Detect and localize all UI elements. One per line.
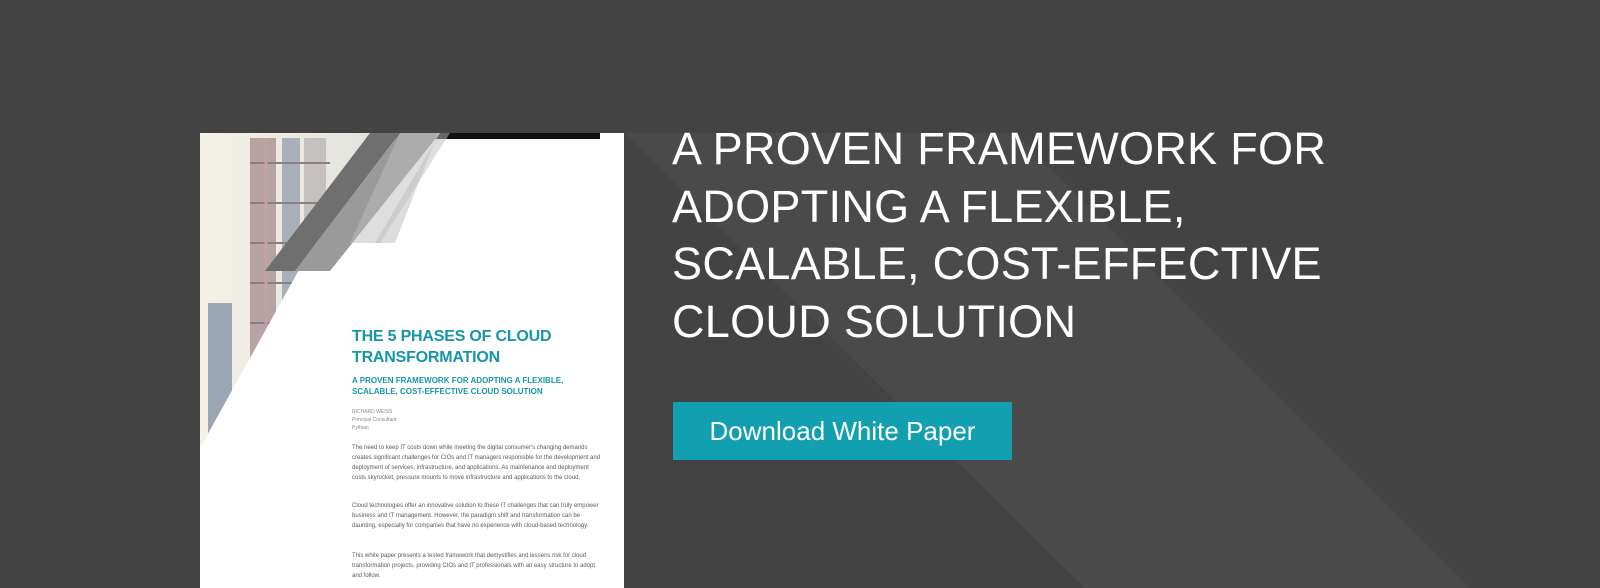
document-paragraph: The need to keep IT costs down while mee… [352,445,601,481]
document-paragraph: This white paper presents a tested frame… [352,553,596,579]
author-company: Pythian [352,425,369,431]
document-paragraph: Cloud technologies offer an innovative s… [352,503,599,529]
document-author: RICHARD WEISS Principal Consultant Pythi… [352,408,602,432]
white-paper-cover: THE 5 PHASES OF CLOUD TRANSFORMATION A P… [200,133,624,588]
author-role: Principal Consultant [352,417,397,423]
author-name: RICHARD WEISS [352,409,393,415]
document-subtitle: A PROVEN FRAMEWORK FOR ADOPTING A FLEXIB… [352,376,564,396]
document-title: THE 5 PHASES OF CLOUD TRANSFORMATION [352,328,552,366]
download-white-paper-button[interactable]: Download White Paper [673,402,1012,460]
cover-building-image [200,133,600,448]
hero-headline: A PROVEN FRAMEWORK FOR ADOPTING A FLEXIB… [672,123,1327,347]
